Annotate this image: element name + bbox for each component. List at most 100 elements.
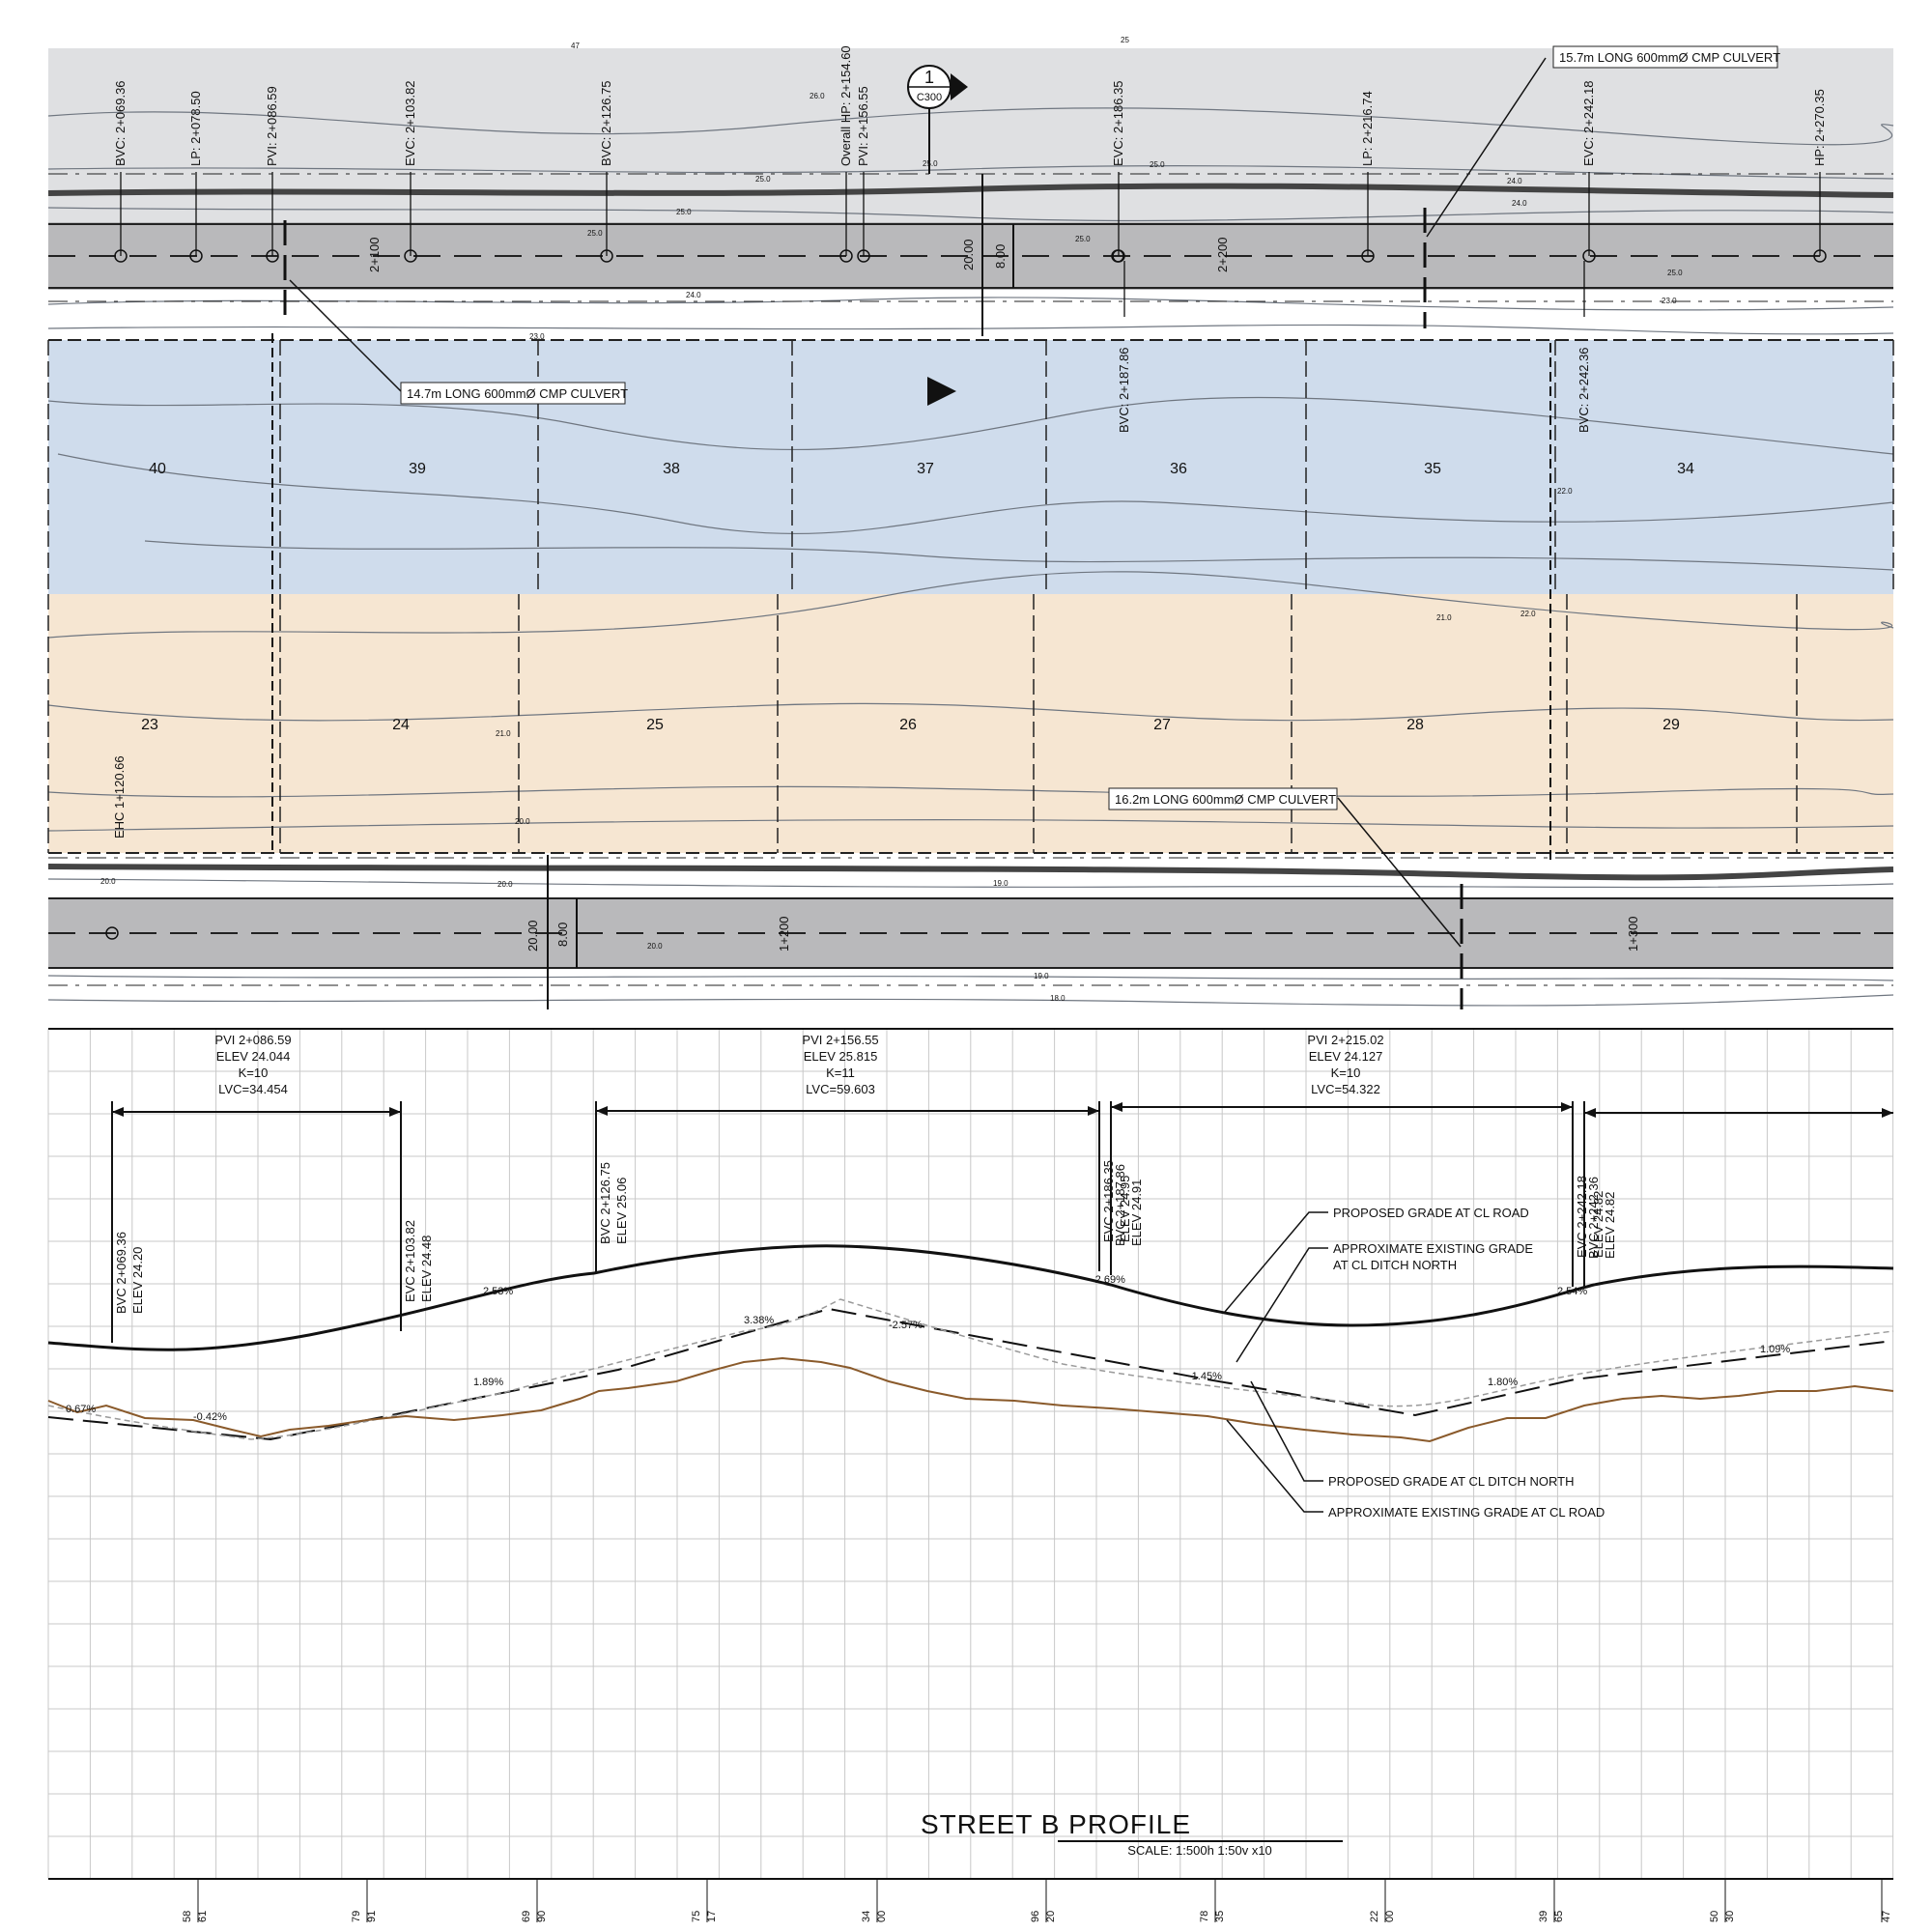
station-label: EVC: 2+186.35 [1111, 80, 1125, 166]
contour-label: 22.0 [1520, 610, 1536, 618]
section-marker[interactable]: 1 C300 [907, 65, 968, 174]
plan-view: BVC: 2+069.36 LP: 2+078.50 PVI: 2+086.59 EV… [47, 36, 1894, 1009]
lot-number: 28 [1406, 717, 1424, 733]
callout-culvert-b-text: 14.7m LONG 600mmØ CMP CULVERT [407, 386, 628, 401]
contour-label: 24.0 [686, 291, 701, 299]
lot-number: 29 [1662, 717, 1680, 733]
contour-label: 24.0 [1507, 177, 1522, 185]
station-point-icon [1813, 249, 1827, 263]
station-label: BVC: 2+126.75 [599, 80, 613, 166]
profile-title: STREET B PROFILE [921, 1809, 1191, 1839]
lot-number: 25 [646, 717, 664, 733]
station-label: PVI: 2+156.55 [856, 86, 870, 166]
vc-label-station: BVC 2+242.36 [1586, 1177, 1601, 1259]
station-label: BVC: 2+069.36 [113, 80, 128, 166]
contour-label: 25.0 [1667, 269, 1683, 277]
contour-label: 20.0 [647, 942, 663, 951]
callout-culvert-c-text: 16.2m LONG 600mmØ CMP CULVERT [1115, 792, 1336, 807]
ehc-label: EHC 1+120.66 [112, 755, 127, 838]
contour-label: 19.0 [993, 879, 1009, 888]
legend-proposed-road: PROPOSED GRADE AT CL ROAD [1333, 1206, 1529, 1220]
vc-label-elev: ELEV 24.91 [1129, 1179, 1144, 1246]
grade-label: 3.38% [744, 1315, 774, 1326]
pvi-label: PVI 2+156.55 [802, 1033, 878, 1047]
axis-tick-label: 65 [1553, 1911, 1565, 1922]
proposed-grade-ditch [47, 1307, 1894, 1441]
contour-label: 26.0 [810, 92, 825, 100]
pvi-label: LVC=59.603 [806, 1082, 875, 1096]
profile-scale: SCALE: 1:500h 1:50v x10 [1127, 1843, 1272, 1858]
section-marker-sheet: C300 [917, 92, 942, 103]
station-label: LP: 2+078.50 [188, 91, 203, 166]
lot-strip-tan [48, 594, 1893, 853]
existing-grade-road [47, 1356, 1894, 1443]
grade-label: -2.69% [1092, 1274, 1125, 1286]
lot-strip-blue [48, 340, 1893, 594]
leader-line [1236, 1247, 1328, 1363]
axis-tick-label: 17 [706, 1911, 718, 1922]
axis-tick-label: 78 [1199, 1911, 1210, 1922]
station-label: Overall HP: 2+154.60 [838, 45, 853, 166]
axis-tick-label: 58 [182, 1911, 193, 1922]
arrow-icon [1561, 1102, 1573, 1112]
callout-culvert-b: 14.7m LONG 600mmØ CMP CULVERT [400, 382, 628, 405]
contour-label: 25.0 [676, 208, 692, 216]
station-point-icon [266, 249, 279, 263]
axis-tick-label: 75 [691, 1911, 702, 1922]
axis-tick-label: 34 [861, 1911, 872, 1922]
axis-tick-label: 79 [351, 1911, 362, 1922]
station-label: LP: 2+216.74 [1360, 91, 1375, 166]
contour-label: 19.0 [1034, 972, 1049, 980]
station-point-icon [600, 249, 613, 263]
pvi-label: K=10 [239, 1065, 269, 1080]
contour-label: 21.0 [496, 729, 511, 738]
leader-line [1250, 1380, 1323, 1482]
road-width-top: 8.00 [993, 244, 1008, 269]
station-point-icon [1361, 249, 1375, 263]
legend-existing-ditch-2: AT CL DITCH NORTH [1333, 1258, 1457, 1272]
pvi-label: LVC=54.322 [1311, 1082, 1380, 1096]
station-point-icon [839, 249, 853, 263]
contour-label: 25.0 [1150, 160, 1165, 169]
arrow-icon [112, 1107, 124, 1117]
station-point-icon [1111, 249, 1124, 263]
proposed-grade-road [47, 1244, 1894, 1351]
row-width-bottom: 20.00 [526, 920, 540, 952]
vc-label-station: EVC 2+103.82 [403, 1220, 417, 1302]
contour-label: 18.0 [1050, 994, 1065, 1003]
vc-label-elev: ELEV 24.95 [1118, 1176, 1132, 1242]
pvi-label: K=11 [826, 1065, 855, 1080]
station-label: EVC: 2+242.18 [1581, 80, 1596, 166]
culverts [271, 208, 1551, 1009]
vc-label-elev: ELEV 24.48 [419, 1236, 434, 1302]
lot-number: 34 [1677, 461, 1694, 477]
contour-label: 25.0 [923, 159, 938, 168]
station-point-icon [189, 249, 203, 263]
station-point-icon [105, 926, 119, 940]
row-width-top: 20.00 [961, 239, 976, 270]
station-label: PVI: 2+086.59 [265, 86, 279, 166]
pvi-label: ELEV 25.815 [804, 1049, 878, 1064]
axis-tick-label: 61 [197, 1911, 209, 1922]
leader-line [1226, 1419, 1323, 1513]
lot-number: 26 [899, 717, 917, 733]
station-label: EVC: 2+103.82 [403, 80, 417, 166]
arrow-icon [596, 1106, 608, 1116]
vc-label-elev: ELEV 24.82 [1603, 1192, 1617, 1259]
lot-number: 23 [141, 717, 158, 733]
lot-number: 36 [1170, 461, 1187, 477]
axis-tick-label: 47 [1881, 1911, 1892, 1922]
pvi-label: LVC=34.454 [218, 1082, 288, 1096]
station-point-icon [857, 249, 870, 263]
contour-label: 23.0 [529, 332, 545, 341]
profile-grid [47, 1028, 1894, 1880]
station-label: HP: 2+270.35 [1812, 89, 1827, 166]
grade-label: -1.45% [1188, 1371, 1222, 1382]
station-label-bottom: 1+200 [777, 916, 791, 952]
offsite-area [48, 48, 1893, 242]
axis-tick-label: 91 [366, 1911, 378, 1922]
lot-number: 40 [149, 461, 166, 477]
contour-label: 21.0 [1436, 613, 1452, 622]
